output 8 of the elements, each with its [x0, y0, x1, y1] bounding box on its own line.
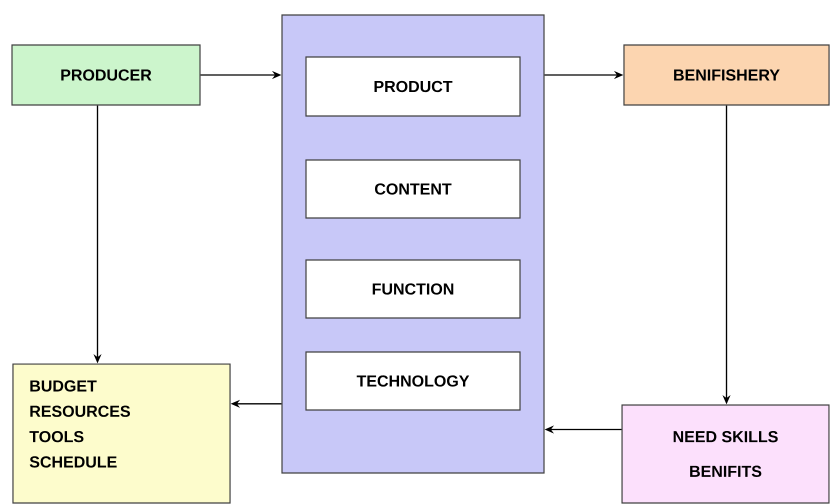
needs-box: NEED SKILLS BENIFITS: [621, 404, 830, 504]
process-box: PRODUCT: [305, 56, 521, 117]
process-box: CONTENT: [305, 159, 521, 219]
resource-box: BUDGET RESOURCES TOOLS SCHEDULE: [12, 363, 231, 504]
producer-box: PRODUCER: [11, 44, 201, 106]
beneficiary-box: BENIFISHERY: [623, 44, 830, 106]
process-box: TECHNOLOGY: [305, 351, 521, 411]
process-box: FUNCTION: [305, 259, 521, 319]
